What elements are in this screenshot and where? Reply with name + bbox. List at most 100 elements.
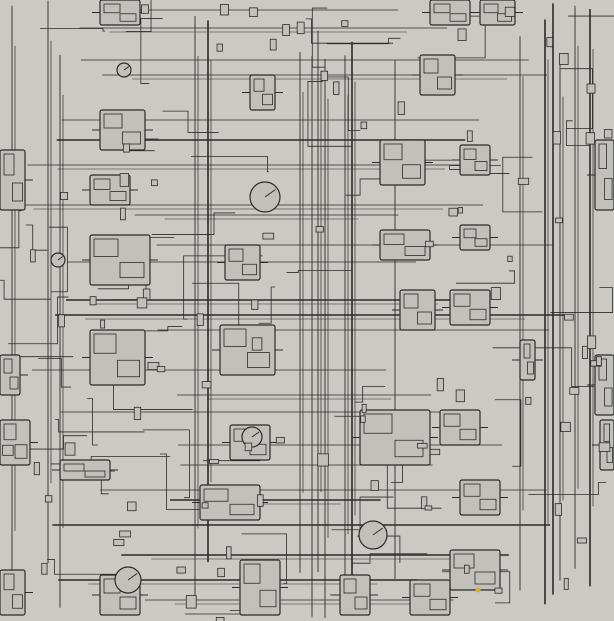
connector: [30, 249, 36, 263]
component-detail: [383, 143, 403, 161]
component-detail: [3, 153, 15, 176]
connector: [215, 616, 225, 621]
component-detail: [474, 161, 488, 171]
indicator-light: [475, 587, 481, 593]
component-detail: [604, 387, 613, 407]
component-detail: [109, 191, 127, 201]
wire: [151, 212, 236, 235]
connector: [201, 381, 212, 389]
component: [52, 459, 118, 481]
wire: [0, 210, 22, 249]
component-detail: [3, 423, 17, 441]
component-detail: [463, 148, 477, 160]
component-detail: [119, 596, 137, 610]
component-detail: [84, 470, 106, 478]
component-detail: [474, 238, 488, 247]
connector: [585, 132, 596, 145]
connector: [219, 4, 229, 16]
connector: [420, 496, 428, 510]
connector: [581, 345, 588, 359]
connector: [269, 38, 277, 51]
connector: [58, 314, 65, 328]
component-detail: [203, 488, 229, 502]
gauge-needle: [57, 256, 64, 261]
gauge-needle: [123, 66, 130, 71]
component-detail: [343, 578, 357, 594]
connector: [64, 442, 76, 456]
component-detail: [437, 76, 452, 90]
connector: [455, 389, 465, 403]
component-detail: [402, 164, 421, 179]
connector: [341, 20, 349, 27]
component-detail: [223, 328, 247, 347]
component: [0, 149, 33, 211]
wire: [125, 0, 152, 32]
wire: [0, 279, 52, 300]
component: [332, 574, 378, 616]
connector: [320, 70, 329, 81]
component-detail: [247, 352, 270, 368]
connector: [282, 24, 290, 36]
component-detail: [453, 553, 475, 569]
connector: [2, 444, 14, 456]
wire: [354, 385, 386, 403]
component-detail: [253, 78, 265, 92]
component-detail: [93, 238, 119, 257]
connector: [244, 442, 253, 452]
component-detail: [63, 463, 85, 472]
component-detail: [598, 143, 607, 169]
component: [452, 479, 508, 516]
component-detail: [3, 573, 15, 591]
component-detail: [394, 439, 424, 458]
component-detail: [459, 428, 477, 441]
wire: [560, 68, 593, 130]
component-detail: [474, 571, 496, 585]
wire: [550, 287, 613, 313]
connector: [315, 226, 324, 233]
connector: [185, 595, 197, 609]
wire: [565, 120, 590, 146]
component-detail: [404, 246, 426, 256]
connector: [201, 502, 209, 509]
component-detail: [413, 583, 431, 597]
component-detail: [103, 113, 123, 129]
connector: [176, 566, 186, 574]
component: [402, 579, 458, 616]
connector: [251, 299, 259, 310]
connector: [361, 403, 367, 413]
connector: [275, 437, 285, 444]
connector: [100, 319, 106, 329]
wire: [568, 15, 614, 17]
connector: [296, 21, 305, 35]
connector: [603, 129, 613, 139]
component: [442, 289, 498, 326]
connector: [122, 143, 130, 153]
component: [92, 109, 153, 151]
component: [422, 0, 478, 26]
connector: [569, 387, 580, 395]
wire: [0, 356, 74, 358]
component: [452, 224, 498, 251]
wire: [311, 7, 328, 68]
connector: [119, 173, 130, 187]
connector: [33, 462, 40, 476]
component-detail: [523, 343, 531, 359]
component-detail: [259, 589, 277, 608]
connector: [41, 562, 48, 575]
component-detail: [453, 293, 471, 307]
wire: [162, 110, 219, 133]
component-detail: [14, 444, 28, 459]
connector: [216, 43, 223, 52]
wire: [87, 398, 98, 446]
wire: [38, 358, 72, 388]
connector: [563, 578, 569, 590]
connector: [457, 207, 463, 214]
component-detail: [483, 3, 499, 14]
component: [442, 549, 508, 591]
wire: [502, 156, 543, 213]
connector: [559, 53, 569, 65]
connector: [457, 28, 467, 41]
component: [82, 174, 138, 206]
connector: [119, 530, 131, 538]
